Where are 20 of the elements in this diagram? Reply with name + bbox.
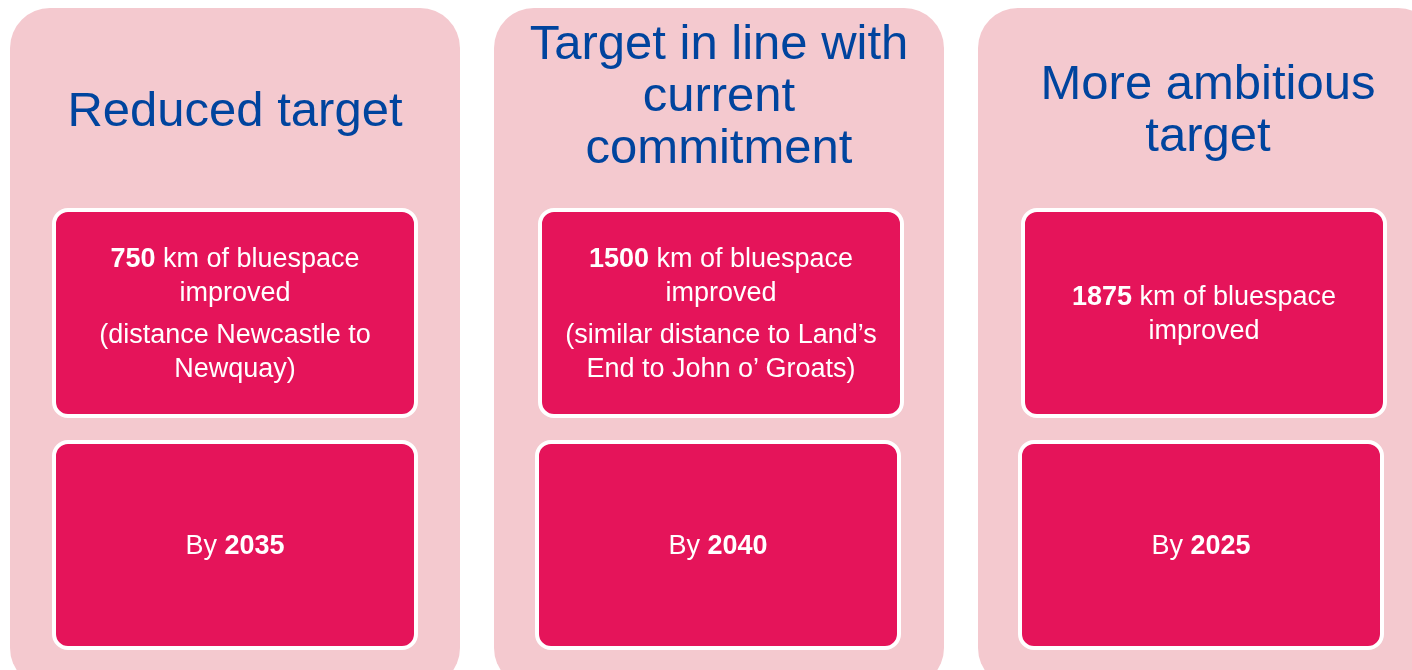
card-text: 750 km of bluespace improved [109, 242, 361, 309]
panel-heading: More ambitious target [1039, 56, 1377, 160]
card-text: 1500 km of bluespace improved [587, 242, 855, 309]
scenario-panel [10, 8, 460, 670]
scenario-panel [978, 8, 1412, 670]
card-note: (similar distance to Land’s End to John o’ Groats) [564, 318, 878, 385]
target-card [538, 208, 904, 418]
target-card [52, 440, 418, 650]
card-text: By 2035 [185, 529, 285, 562]
card-text: By 2040 [668, 529, 768, 562]
target-card [1018, 440, 1384, 650]
card-note: (distance Newcastle to Newquay) [98, 318, 372, 385]
target-card [1021, 208, 1387, 418]
card-text: 1875 km of bluespace improved [1070, 280, 1338, 347]
card-text: By 2025 [1151, 529, 1251, 562]
panel-heading: Target in line with current commitment [528, 16, 910, 172]
target-card [535, 440, 901, 650]
scenario-panel [494, 8, 944, 670]
panel-heading: Reduced target [66, 83, 404, 135]
target-card [52, 208, 418, 418]
